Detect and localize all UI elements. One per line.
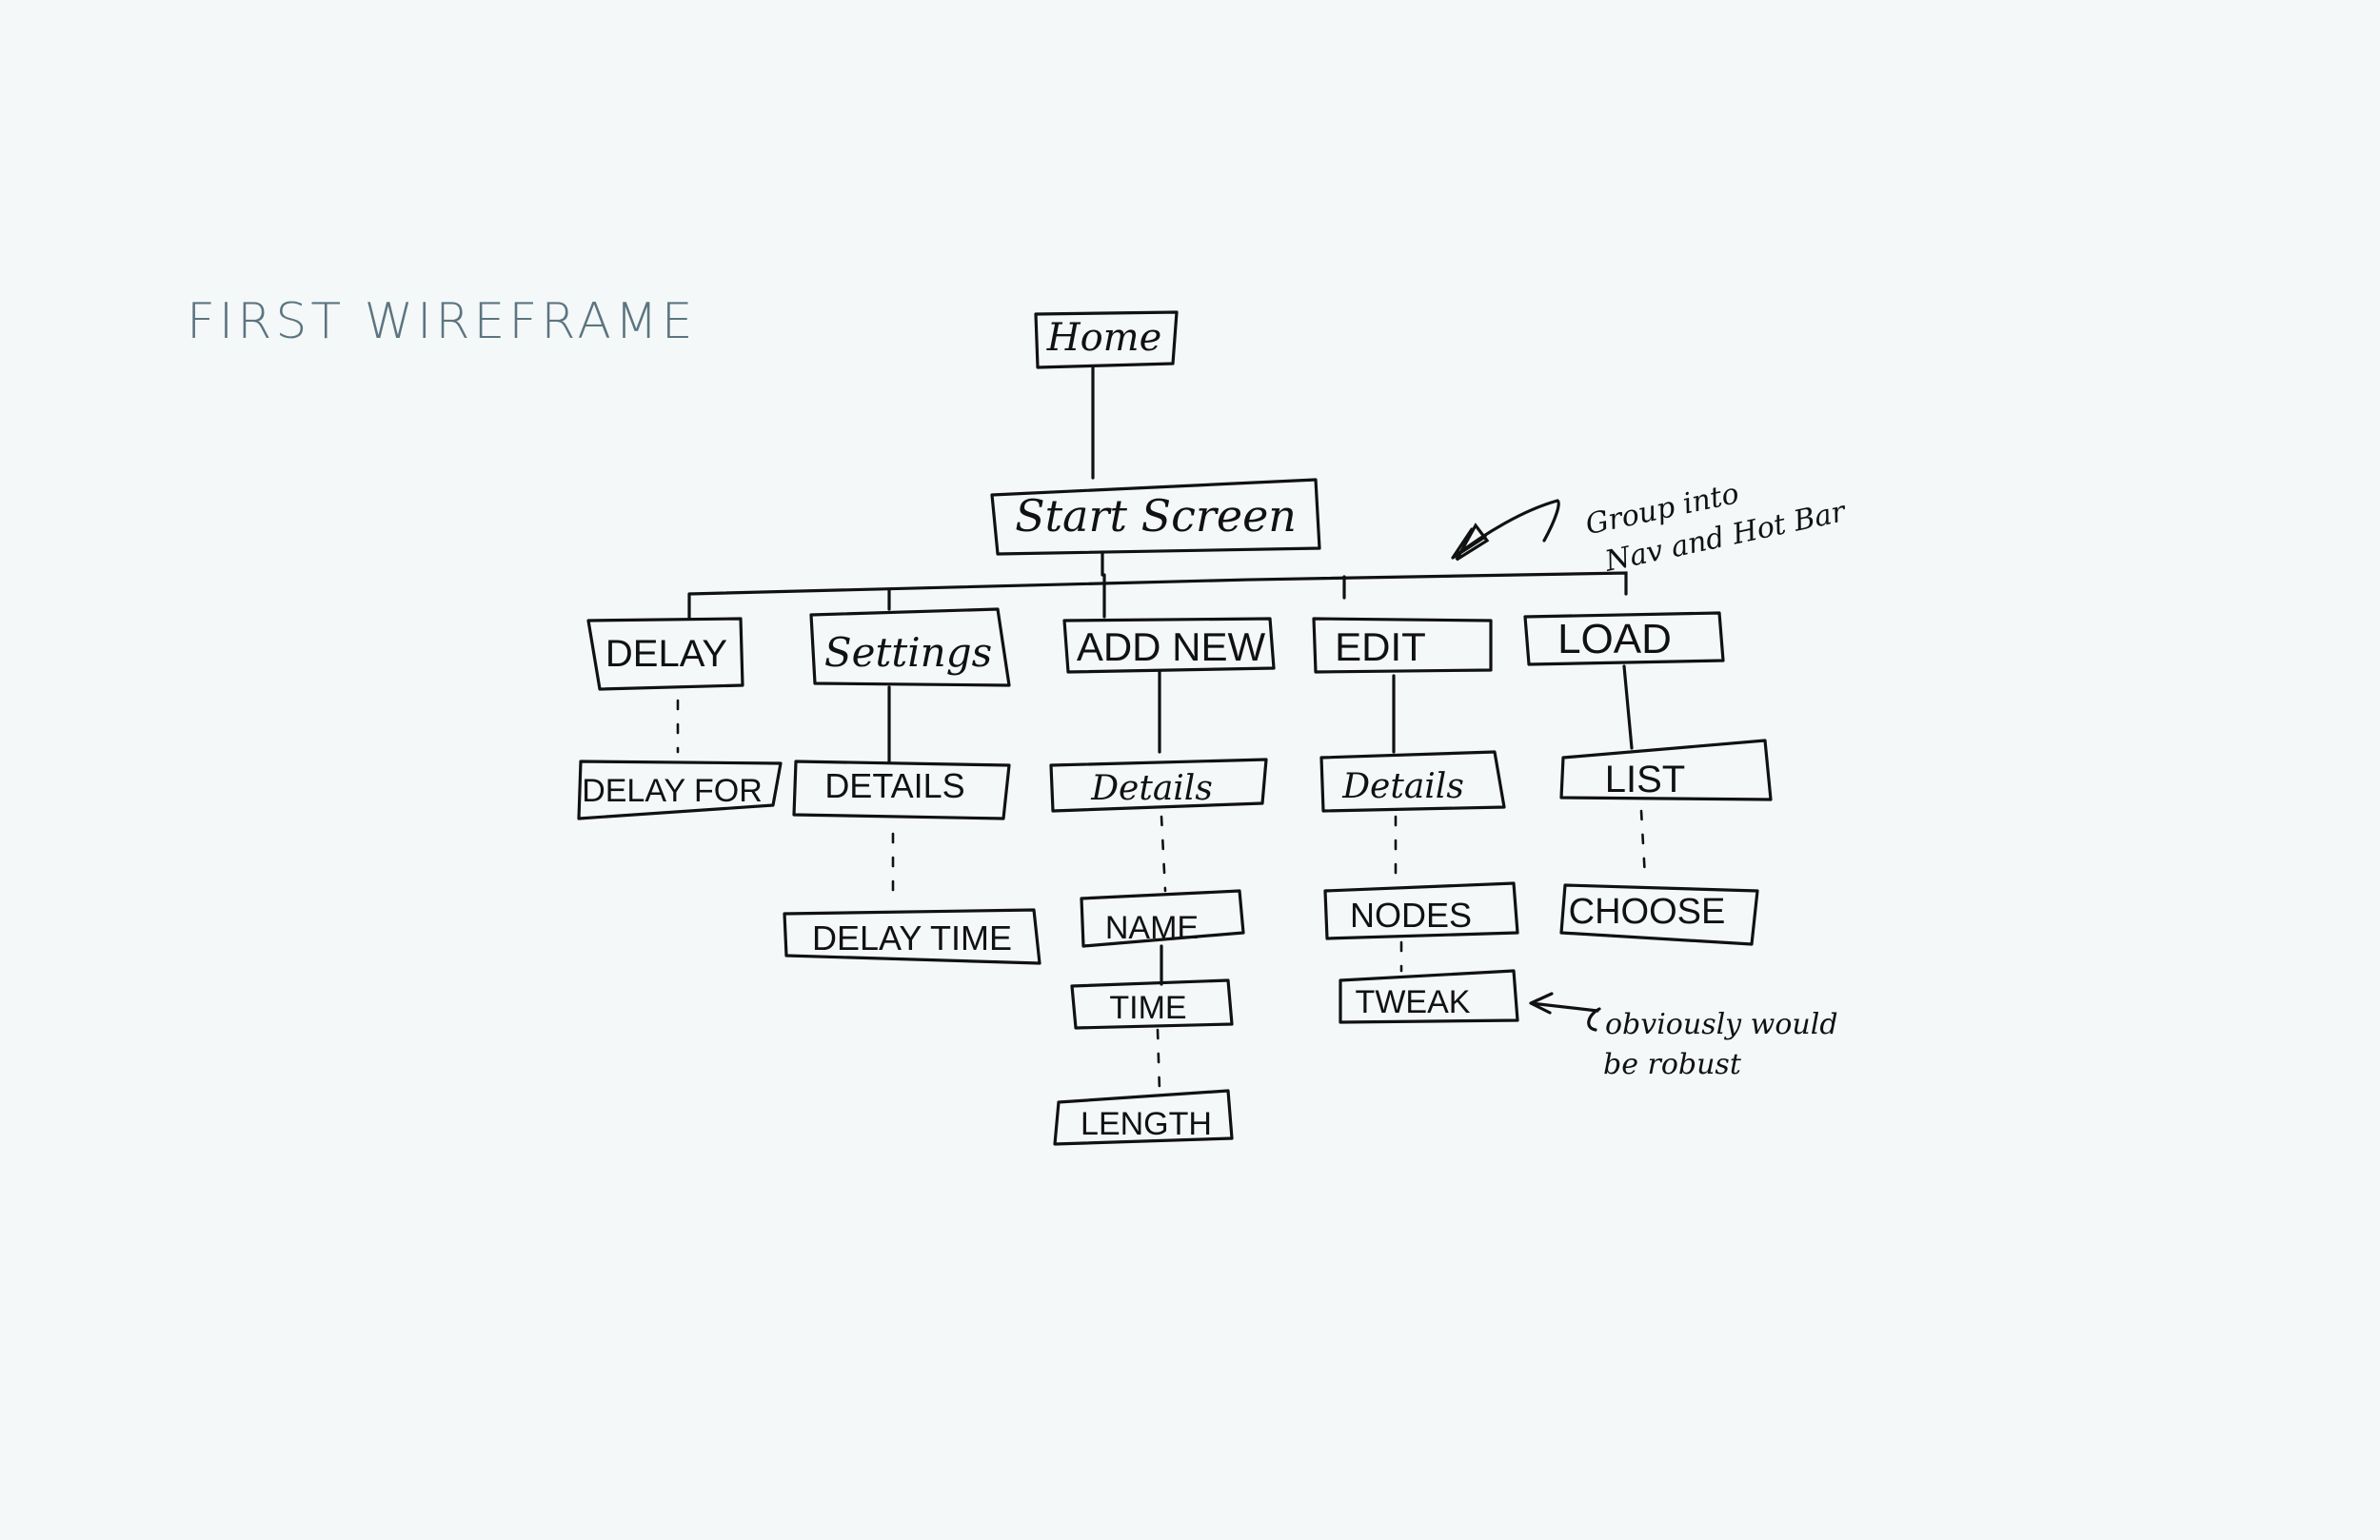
annotation-arrows (1451, 499, 1601, 1032)
edge-details-name (1160, 815, 1167, 893)
addnew-details-label: Details (1090, 769, 1213, 808)
edges (676, 365, 1647, 1093)
edge-time-length (1156, 1028, 1161, 1093)
time-node: TIME (1070, 978, 1234, 1030)
robust-note: obviously would be robust (1603, 1008, 1838, 1081)
delay-time-label: DELAY TIME (812, 918, 1012, 958)
group-note: Group into Nav and Hot Bar (1583, 477, 1850, 579)
choose-node: CHOOSE (1559, 883, 1759, 946)
delay-label: DELAY (605, 633, 727, 675)
edit-details-node: Details (1319, 750, 1506, 813)
load-label: LOAD (1557, 616, 1672, 662)
home-node: Home (1034, 310, 1179, 369)
list-label: LIST (1605, 759, 1685, 800)
length-node: LENGTH (1053, 1089, 1234, 1146)
start-screen-label: Start Screen (1015, 490, 1297, 542)
page-title: FIRST WIREFRAME (187, 293, 697, 350)
edit-details-label: Details (1341, 767, 1464, 806)
length-label: LENGTH (1081, 1106, 1212, 1142)
load-node: LOAD (1523, 611, 1725, 666)
home-label: Home (1046, 316, 1162, 360)
arrow-robust-note (1529, 992, 1601, 1032)
nodes-label: NODES (1350, 896, 1472, 935)
robust-note-line2: be robust (1603, 1048, 1742, 1081)
addnew-node: ADD NEW (1062, 617, 1276, 674)
edge-horizontal-bar (687, 571, 1628, 621)
arrow-group-note (1451, 499, 1560, 560)
tweak-label: TWEAK (1356, 984, 1471, 1020)
edit-node: EDIT (1312, 617, 1493, 674)
robust-note-line1: obviously would (1605, 1008, 1838, 1041)
edit-label: EDIT (1335, 624, 1426, 669)
list-node: LIST (1559, 739, 1773, 801)
choose-label: CHOOSE (1569, 892, 1726, 932)
delay-time-node: DELAY TIME (783, 908, 1041, 965)
settings-label: Settings (824, 629, 992, 676)
addnew-details-node: Details (1049, 758, 1268, 813)
addnew-label: ADD NEW (1077, 624, 1266, 669)
edge-load-list (1622, 664, 1634, 750)
time-label: TIME (1109, 990, 1186, 1026)
arrowhead-group-note (1455, 523, 1490, 562)
tweak-node: TWEAK (1339, 969, 1519, 1024)
nodes-node: NODES (1323, 881, 1519, 940)
delay-node: DELAY (586, 617, 744, 691)
edge-list-choose (1639, 809, 1647, 879)
settings-node: Settings (809, 607, 1011, 687)
name-node: NAME (1080, 889, 1245, 948)
start-screen-node: Start Screen (990, 478, 1321, 556)
settings-details-node: DETAILS (792, 760, 1011, 820)
delay-for-node: DELAY FOR (577, 760, 783, 820)
name-label: NAME (1105, 910, 1199, 946)
settings-details-label: DETAILS (824, 766, 964, 805)
delay-for-label: DELAY FOR (582, 773, 763, 809)
